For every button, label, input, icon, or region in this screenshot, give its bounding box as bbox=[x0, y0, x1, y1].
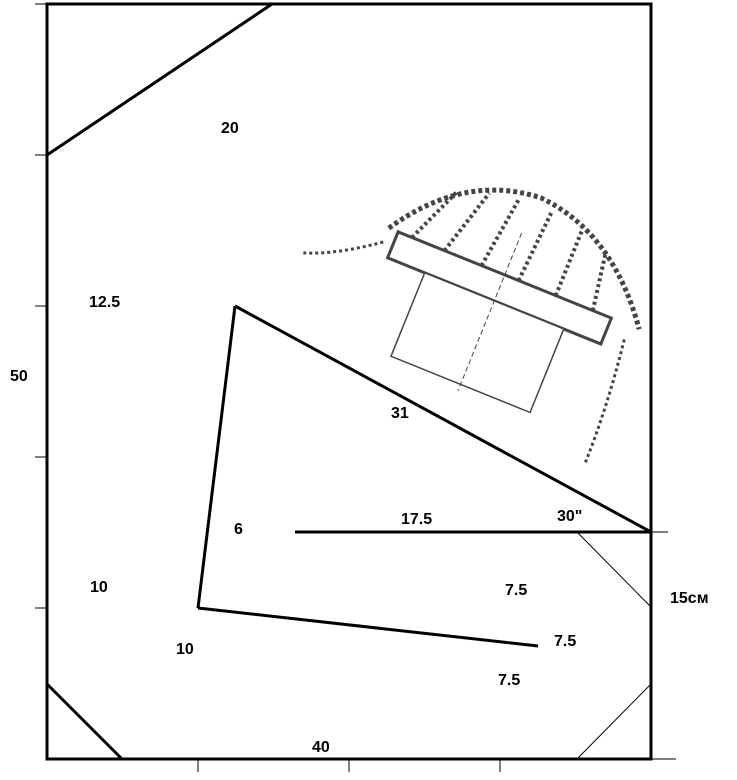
label-right-side: 15см bbox=[670, 590, 709, 607]
lamp-sketch-illustration bbox=[303, 187, 642, 465]
bottom-arm-line bbox=[197, 606, 539, 648]
label-short-side: 6 bbox=[234, 521, 243, 538]
scale-ticks bbox=[35, 3, 676, 772]
label-horizontal: 17.5 bbox=[401, 511, 433, 528]
corner-guide-right-upper bbox=[576, 531, 652, 608]
label-top-area: 20 bbox=[221, 120, 239, 137]
label-right-mid: 7.5 bbox=[505, 582, 528, 599]
hypotenuse-line bbox=[234, 304, 652, 534]
label-angle: 30" bbox=[557, 508, 583, 525]
corner-guide-right-lower bbox=[576, 683, 652, 760]
label-bottom-left: 10 bbox=[176, 641, 194, 658]
label-tip: 7.5 bbox=[554, 633, 577, 650]
label-width-total: 40 bbox=[312, 739, 330, 756]
corner-cut-top-left bbox=[46, 2, 273, 157]
corner-cut-bottom-left bbox=[45, 682, 124, 761]
left-arm-line bbox=[196, 305, 237, 609]
label-left-lower: 10 bbox=[90, 579, 108, 596]
label-hypotenuse: 31 bbox=[391, 405, 409, 422]
label-bottom-right: 7.5 bbox=[498, 672, 521, 689]
label-height-total: 50 bbox=[10, 368, 28, 385]
label-left-upper: 12.5 bbox=[89, 294, 121, 311]
